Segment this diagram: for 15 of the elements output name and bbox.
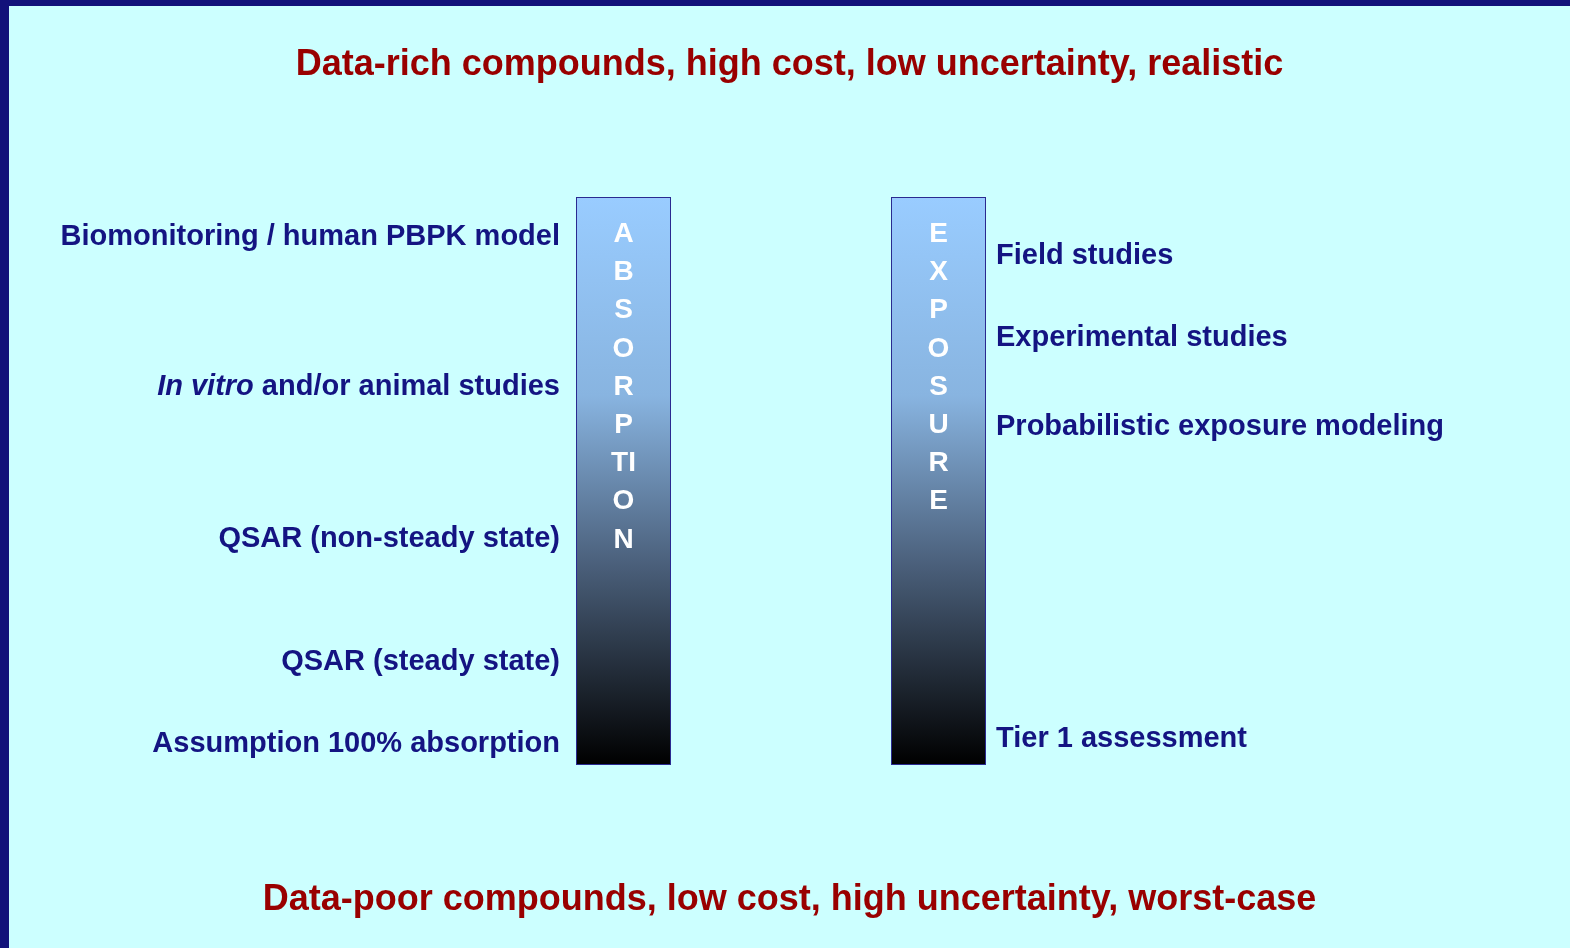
level-label: Field studies [996, 237, 1174, 271]
level-label: Assumption 100% absorption [152, 725, 560, 759]
level-label: Biomonitoring / human PBPK model [60, 218, 560, 252]
level-label: Tier 1 assessment [996, 720, 1247, 754]
level-label: QSAR (non-steady state) [218, 520, 560, 554]
gradient-bar [891, 197, 986, 765]
caption: Data-poor compounds, low cost, high uncertainty, worst-case [261, 877, 1318, 919]
heading: Data-rich compounds, high cost, low uncertainty, realistic [294, 42, 1285, 84]
level-label: In vitro and/or animal studies [157, 368, 560, 402]
vertical-label: ABSORPTION [610, 216, 637, 556]
level-label: QSAR (steady state) [281, 643, 560, 677]
level-label: Probabilistic exposure modeling [996, 408, 1444, 442]
level-label: Experimental studies [996, 319, 1288, 353]
vertical-label: EXPOSURE [926, 216, 951, 518]
gradient-bar [576, 197, 671, 765]
